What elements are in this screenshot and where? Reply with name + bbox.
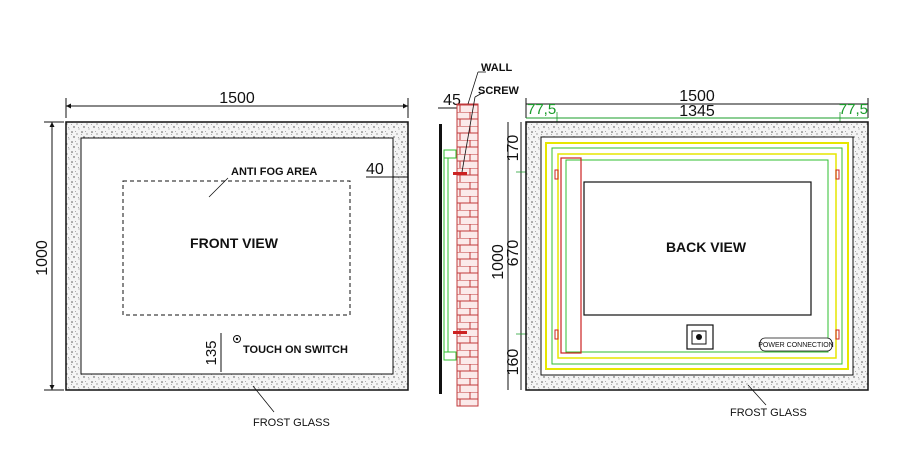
back-width-label: 1500 [679,88,715,105]
mount-clip-br [835,329,840,340]
front-width-label: 1500 [219,90,255,107]
back-width-dimension: 1500 [525,88,869,118]
back-height-dimensions: 1000 170 670 160 [490,122,557,390]
front-clear-glass [80,137,394,375]
touch-switch-icon [233,335,241,343]
border-dim-label: 40 [366,161,384,178]
brick-wall [456,103,479,407]
touch-switch-label: TOUCH ON SWITCH [243,344,348,356]
front-width-dimension: 1500 [65,90,409,118]
front-frost-glass-label: FROST GLASS [253,417,330,429]
front-height-dimension: 1000 [34,121,64,391]
front-view: 1500 1000 ANTI FOG AREA FRONT VIEW 40 TO… [34,90,409,429]
back-right-margin-label: 77,5 [839,101,868,118]
back-green-frame-outer [551,147,843,365]
side-view: 45 WALL SCREW [438,62,520,407]
mirror-profile [439,124,442,394]
back-bottom-dim-label: 160 [505,349,522,376]
back-view-title: BACK VIEW [666,239,747,255]
mirror-frame-profile [443,149,449,361]
front-view-title: FRONT VIEW [190,235,279,251]
screw-bottom [453,331,467,334]
mount-clip-tr [835,169,840,180]
anti-fog-area [122,180,351,316]
power-connection-tag [759,337,833,352]
back-yellow-frame [545,142,849,370]
wall-label: WALL [481,62,512,74]
mount-clip-bl [554,329,559,340]
back-green-frame-inner [565,159,829,353]
power-connection-icon [686,324,714,350]
mount-clip-tl [554,169,559,180]
screw-label: SCREW [478,85,520,97]
back-yellow-frame-inner [557,153,837,359]
back-top-dim-label: 170 [505,135,522,162]
back-inner-rectangle [583,181,812,316]
back-view: 1500 1345 77,5 77,5 1000 170 670 160 [490,88,869,419]
switch-offset-label: 135 [203,340,220,365]
back-inner-width-label: 1345 [679,103,715,120]
back-inner-width-dimension: 1345 77,5 77,5 [526,101,868,150]
front-height-label: 1000 [34,240,51,276]
back-height-label: 1000 [490,244,507,280]
anti-fog-label: ANTI FOG AREA [231,166,317,178]
back-middle-dim-label: 670 [505,240,522,267]
power-connection-label: POWER CONNECTION [758,342,833,349]
back-driver-panel [560,157,582,354]
screw-top [453,172,467,175]
back-left-margin-label: 77,5 [527,101,556,118]
back-frost-glass-label: FROST GLASS [730,407,807,419]
